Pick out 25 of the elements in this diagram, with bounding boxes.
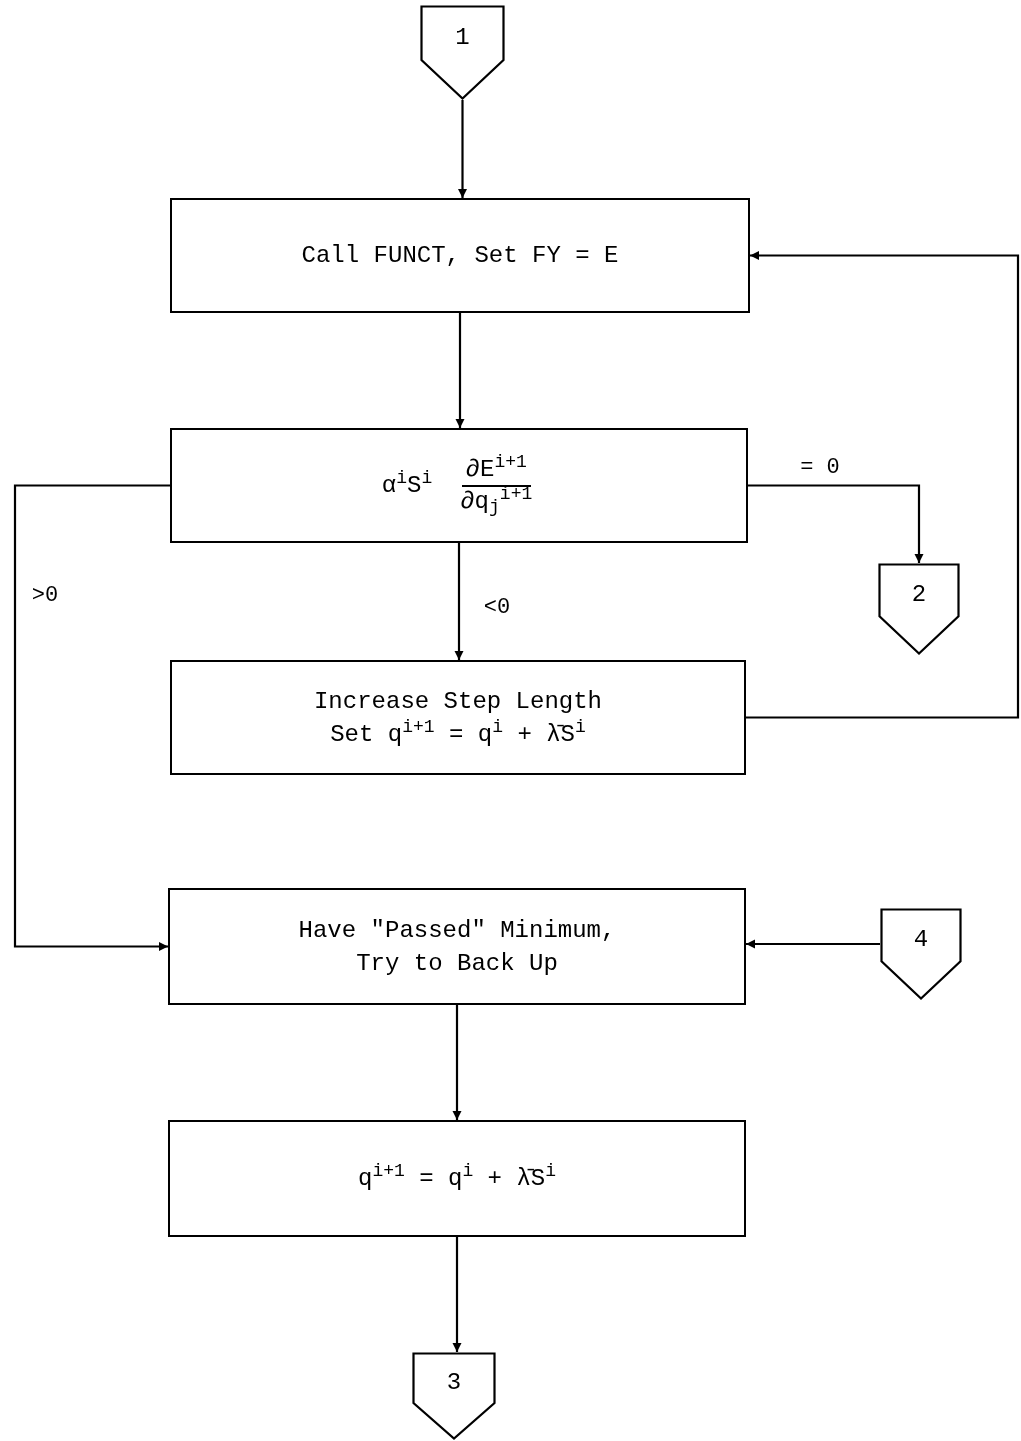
arrow — [455, 313, 465, 428]
process-box — [168, 888, 746, 1005]
formula-text: α$^{i}$S$^{i}$ — [381, 467, 433, 501]
arrow — [452, 1237, 462, 1352]
arrow — [452, 1005, 462, 1120]
arrow — [454, 543, 464, 660]
box-text: Set q$^{i+1}$ = q$^{i}$ + λ̄S$^{i}$ — [330, 717, 586, 750]
connector-number: 4 — [912, 928, 930, 953]
connector-number: 3 — [445, 1371, 463, 1396]
arrow — [748, 484, 924, 563]
process-box — [170, 198, 750, 313]
arrow — [746, 939, 880, 949]
arrow — [458, 100, 467, 198]
box-text: Increase Step Length — [313, 686, 602, 717]
decision-box — [170, 428, 748, 543]
box-text: q$^{i+1}$ = q$^{i}$ + λ̄S$^{i}$ — [357, 1162, 557, 1194]
arrow — [13, 484, 170, 951]
box-text: Call FUNCT, Set FY = E — [301, 241, 619, 271]
box-text: Have "Passed" Minimum, Try to Back Up — [297, 915, 617, 979]
process-box — [168, 1120, 746, 1237]
connector-number: 2 — [910, 583, 928, 608]
connector-number: 1 — [454, 25, 471, 50]
arrow — [746, 251, 1020, 719]
formula-numerator: ∂E$^{i+1}$ — [461, 454, 531, 487]
process-box — [170, 660, 746, 775]
